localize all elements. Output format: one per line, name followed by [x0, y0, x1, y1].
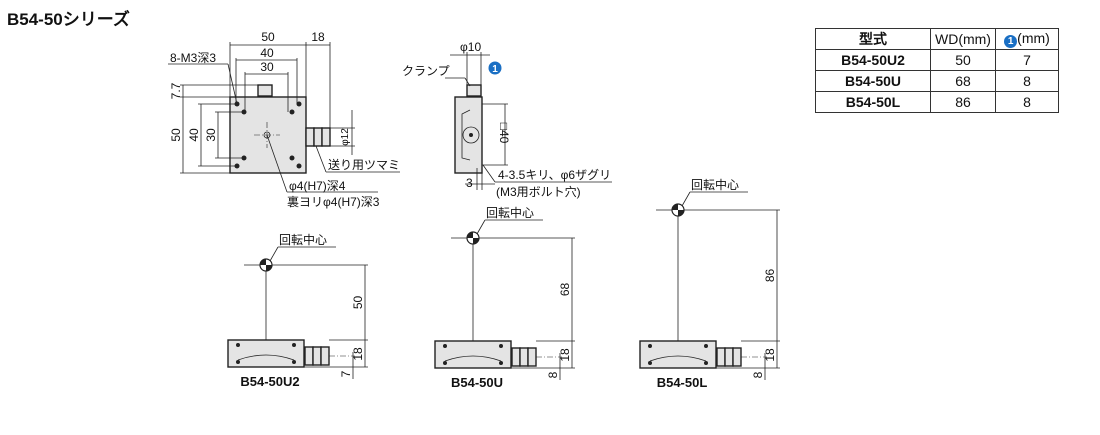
dim-height: 18 [558, 348, 572, 362]
dim-d1: 7 [339, 370, 353, 377]
note-clamp: クランプ [402, 64, 450, 78]
front-view-b54-50u: 回転中心 68 18 8 B54-50U [434, 205, 575, 390]
scale-arc [649, 355, 707, 362]
feed-knob [304, 346, 330, 366]
header-d1: 1(mm) [995, 28, 1059, 50]
scale-arc [237, 354, 295, 361]
dim-h30: 30 [204, 128, 218, 142]
dim-wd: 50 [351, 296, 365, 310]
note-tap: 8-M3深3 [170, 51, 216, 65]
cell-model: B54-50L [815, 91, 931, 113]
header-wd: WD(mm) [930, 28, 996, 50]
feed-knob [511, 347, 537, 367]
note-hole2: 裏ヨリφ4(H7)深3 [287, 194, 380, 209]
rotation-center-label: 回転中心 [486, 205, 534, 220]
side-view: φ10 1 クランプ □40 3 4-3.5キリ、φ6ザグリ (M3用ボルト穴) [402, 40, 612, 199]
note-holes2: (M3用ボルト穴) [496, 184, 581, 199]
feed-knob [716, 347, 742, 367]
dim-h50: 50 [169, 128, 183, 142]
badge-1-label: 1 [492, 64, 498, 75]
dim-d1: 8 [546, 371, 560, 378]
dim-7-7: 7.7 [169, 82, 183, 99]
dim-18: 18 [311, 30, 325, 44]
front-views: 回転中心 50 18 7 B54-50U2 回転中心 68 18 8 B54-5… [227, 177, 780, 390]
dim-height: 18 [351, 347, 365, 361]
stage-side [454, 96, 483, 174]
note-holes1: 4-3.5キリ、φ6ザグリ [498, 168, 611, 182]
dim-sq40: □40 [497, 123, 511, 144]
rotation-center-label: 回転中心 [279, 232, 327, 247]
cell-d1: 8 [995, 70, 1059, 92]
stage-front [227, 339, 305, 368]
dim-3: 3 [466, 176, 473, 190]
header-d1-unit: (mm) [1017, 30, 1050, 46]
dim-h40: 40 [187, 128, 201, 142]
clamp-knob [257, 84, 273, 97]
note-hole1: φ4(H7)深4 [289, 179, 346, 193]
top-view: 50 18 40 30 7.7 50 40 30 φ12 8-M3深3 送り用ツ… [168, 30, 400, 209]
dim-height: 18 [763, 348, 777, 362]
cell-model: B54-50U [815, 70, 931, 92]
model-label: B54-50U2 [240, 374, 299, 389]
dim-phi10: φ10 [460, 40, 481, 54]
front-view-b54-50u2: 回転中心 50 18 7 B54-50U2 [227, 232, 368, 389]
dim-phi12: φ12 [340, 128, 351, 146]
note-knob: 送り用ツマミ [328, 157, 400, 172]
badge-1-icon [488, 61, 502, 75]
table-header-row: 型式 WD(mm) 1(mm) [815, 28, 1059, 50]
page-title: B54-50シリーズ [7, 10, 130, 29]
model-label: B54-50U [451, 375, 503, 390]
clamp [466, 84, 482, 97]
dim-wd: 86 [763, 269, 777, 283]
dim-30: 30 [260, 60, 274, 74]
cell-wd: 68 [930, 70, 996, 92]
dim-d1: 8 [751, 371, 765, 378]
cell-d1: 8 [995, 91, 1059, 113]
rotation-center-label: 回転中心 [691, 177, 739, 192]
badge-1-icon: 1 [1004, 35, 1018, 48]
side-knob [305, 127, 331, 147]
front-view-b54-50l: 回転中心 86 18 8 B54-50L [639, 177, 780, 390]
model-label: B54-50L [657, 375, 708, 390]
dim-wd: 68 [558, 283, 572, 297]
cell-wd: 86 [930, 91, 996, 113]
dim-40: 40 [260, 46, 274, 60]
scale-arc [444, 355, 502, 362]
dim-50: 50 [261, 30, 275, 44]
stage-front [434, 340, 512, 369]
cell-d1: 7 [995, 49, 1059, 71]
